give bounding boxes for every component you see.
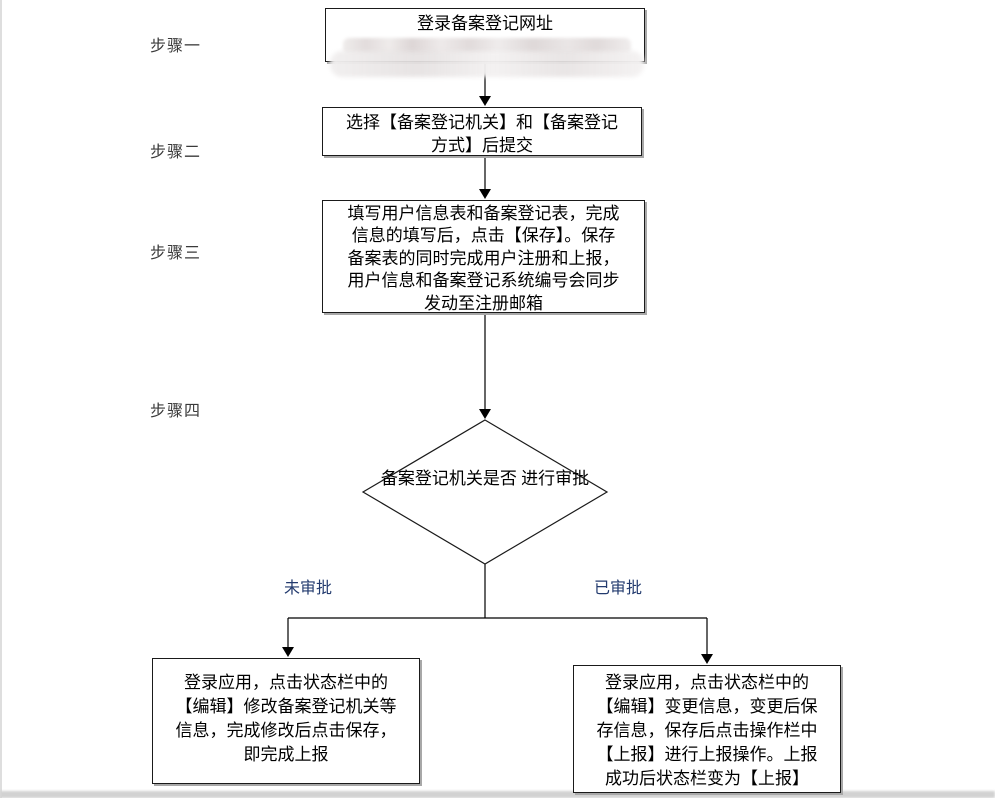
decision-diamond-shape (361, 419, 609, 565)
not-approved-line4: 即完成上报 (243, 745, 329, 764)
approved-line1: 登录应用，点击状态栏中的 (605, 673, 809, 692)
step-label-2: 步骤二 (150, 144, 202, 161)
node-fill-forms: 填写用户信息表和备案登记表，完成 信息的填写后，点击【保存】。保存 备案表的同时… (322, 200, 645, 313)
not-approved-line1: 登录应用，点击状态栏中的 (184, 673, 388, 692)
decision-line2: 进行审批 (521, 469, 590, 488)
step-label-1: 步骤一 (150, 38, 202, 55)
branch-label-not-approved: 未审批 (284, 580, 333, 597)
node-fill-forms-line3: 备案表的同时完成用户注册和上报， (347, 248, 620, 268)
branch-label-approved: 已审批 (594, 580, 643, 597)
node-fill-forms-line2: 信息的填写后，点击【保存】。保存 (351, 226, 616, 246)
redacted-url-blur-smear (330, 51, 644, 77)
approved-line3: 存信息，保存后点击操作栏中 (596, 721, 818, 740)
arrowhead-to-right-box (701, 654, 713, 664)
approved-line2: 【编辑】变更信息，变更后保 (596, 697, 818, 716)
decision-diamond-label: 备案登记机关是否 进行审批 (365, 466, 605, 491)
node-login-url: 登录备案登记网址 (325, 8, 645, 77)
redacted-url-blur (343, 38, 631, 55)
node-select-organ-line2: 方式】后提交 (431, 136, 533, 155)
not-approved-line3: 信息，完成修改后点击保存， (175, 721, 397, 740)
node-not-approved-action: 登录应用，点击状态栏中的 【编辑】修改备案登记机关等 信息，完成修改后点击保存，… (152, 658, 420, 784)
node-approved-action: 登录应用，点击状态栏中的 【编辑】变更信息，变更后保 存信息，保存后点击操作栏中… (573, 665, 841, 793)
node-fill-forms-line4: 用户信息和备案登记系统编号会同步 (347, 271, 620, 291)
step-label-4: 步骤四 (150, 403, 202, 420)
step-label-3: 步骤三 (150, 245, 202, 262)
node-select-organ-line1: 选择【备案登记机关】和【备案登记 (346, 113, 618, 132)
arrowhead-to-box2 (479, 96, 491, 106)
arrowhead-to-diamond (479, 409, 491, 419)
arrowhead-to-box3 (479, 189, 491, 199)
approved-line5: 成功后状态栏变为【上报】 (605, 769, 809, 788)
page-bottom-edge (0, 791, 995, 798)
approved-line4: 【上报】进行上报操作。上报 (596, 745, 818, 764)
arrowhead-to-left-box (282, 647, 294, 657)
node-select-organ: 选择【备案登记机关】和【备案登记 方式】后提交 (322, 107, 642, 156)
not-approved-line2: 【编辑】修改备案登记机关等 (175, 697, 397, 716)
node-login-url-text: 登录备案登记网址 (417, 14, 553, 33)
page-left-edge (0, 0, 2, 798)
node-fill-forms-line1: 填写用户信息表和备案登记表，完成 (347, 204, 620, 223)
decision-line1: 备案登记机关是否 (380, 469, 517, 488)
node-fill-forms-line5: 发动至注册邮箱 (424, 293, 543, 313)
